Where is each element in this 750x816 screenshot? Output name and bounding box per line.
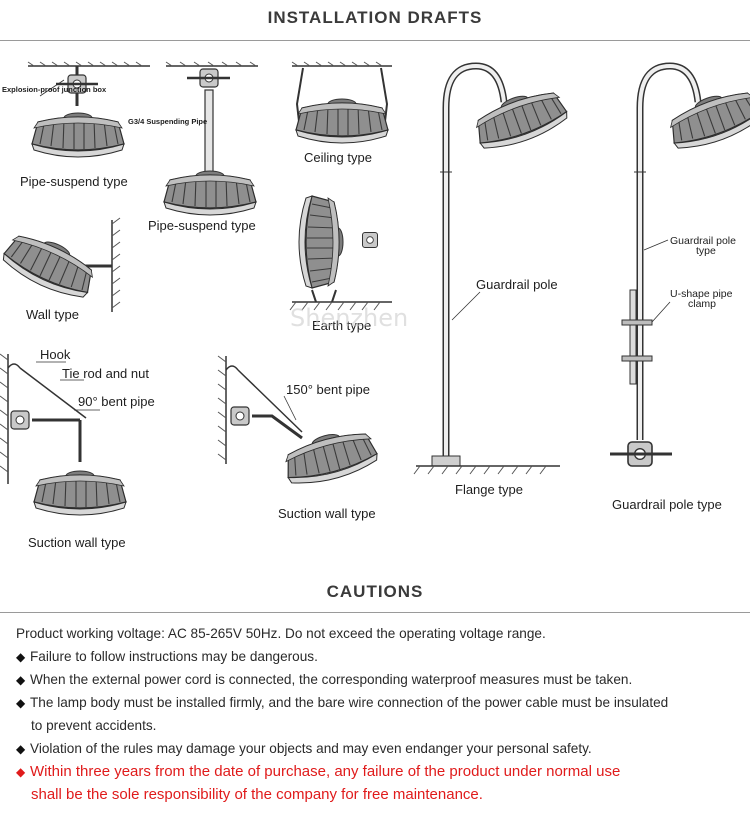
guardrail-type-label: Guardrail pole type (612, 497, 722, 512)
cautions-list: Product working voltage: AC 85-265V 50Hz… (16, 622, 744, 806)
installation-drafts-title: INSTALLATION DRAFTS (267, 8, 483, 27)
suction-wall-diagram-1 (0, 353, 127, 516)
u-shape-clamp-label: U-shape pipe (670, 288, 733, 300)
earth-diagram (289, 195, 392, 311)
suction-wall-diagram-2 (217, 355, 381, 491)
suspending-pipe-label: G3/4 Suspending Pipe (128, 117, 207, 126)
diamond-bullet-icon: ◆ (16, 765, 26, 779)
lamp-icon (298, 195, 344, 289)
caution-item: ◆ Failure to follow instructions may be d… (16, 645, 744, 668)
diamond-bullet-icon: ◆ (16, 696, 26, 710)
guardrail-diagram (610, 62, 750, 467)
pipe-suspend-diagram-1 (27, 61, 150, 158)
caution-continuation: to prevent accidents. (31, 718, 157, 733)
flange-type-label: Flange type (455, 482, 523, 497)
cautions-title: CAUTIONS (326, 582, 424, 601)
voltage-note: Product working voltage: AC 85-265V 50Hz… (16, 626, 546, 641)
lamp-icon (33, 470, 127, 516)
lamp-icon (662, 81, 750, 156)
lamp-icon (163, 170, 257, 216)
caution-text: The lamp body must be installed firmly, … (30, 695, 669, 710)
warranty-warning-continuation: shall be the sole responsibility of the … (31, 786, 483, 803)
ceiling-type-label: Ceiling type (304, 150, 372, 165)
bent-90-label: 90° bent pipe (78, 394, 155, 409)
diamond-bullet-icon: ◆ (16, 650, 26, 664)
explosion-box-label: Explosion-proof junction box (2, 85, 107, 94)
bent-150-label: 150° bent pipe (286, 382, 370, 397)
suction-wall-label-2: Suction wall type (278, 506, 376, 521)
hook-label: Hook (40, 347, 71, 362)
diamond-bullet-icon: ◆ (16, 673, 26, 687)
warranty-warning: ◆ Within three years from the date of pur… (16, 760, 744, 783)
installation-diagrams: Explosion-proof junction box Pipe-suspen… (0, 61, 750, 550)
caution-item: ◆ Violation of the rules may damage your … (16, 737, 744, 760)
ceiling-diagram (291, 61, 392, 144)
watermark: Shenzhen (290, 304, 408, 332)
pipe-suspend-label-1: Pipe-suspend type (20, 174, 128, 189)
pipe-suspend-label-2: Pipe-suspend type (148, 218, 256, 233)
caution-text: Violation of the rules may damage your o… (30, 741, 592, 756)
guardrail-pole-type-label-2: type (696, 245, 716, 257)
caution-text: Failure to follow instructions may be da… (30, 649, 318, 664)
caution-item: ◆ When the external power cord is connect… (16, 668, 744, 691)
cautions-divider (0, 612, 750, 613)
wall-type-label: Wall type (26, 307, 79, 322)
guardrail-pole-label: Guardrail pole (476, 277, 558, 292)
wall-diagram (0, 217, 121, 312)
guardrail-pole-type-label: Guardrail pole (670, 235, 736, 247)
caution-item: ◆ The lamp body must be installed firmly,… (16, 691, 744, 714)
tie-rod-label: Tie rod and nut (62, 366, 149, 381)
caution-text: When the external power cord is connecte… (30, 672, 633, 687)
pipe-suspend-diagram-2 (163, 61, 258, 216)
lamp-icon (31, 112, 125, 158)
flange-diagram (413, 62, 572, 475)
u-shape-clamp-label-2: clamp (688, 298, 716, 310)
lamp-icon (468, 81, 572, 156)
lamp-icon (295, 98, 389, 144)
earth-type-label: Earth type (312, 318, 371, 333)
diamond-bullet-icon: ◆ (16, 742, 26, 756)
warning-text: Within three years from the date of purc… (30, 763, 621, 780)
header-divider (0, 40, 750, 41)
suction-wall-label-1: Suction wall type (28, 535, 126, 550)
lamp-icon (0, 224, 102, 305)
